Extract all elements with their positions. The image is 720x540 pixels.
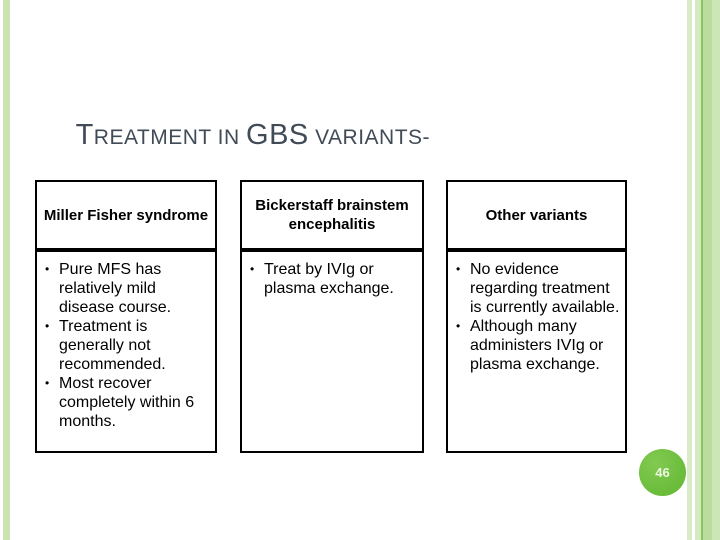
bullet-list: No evidence regarding treatment is curre… [453,260,623,374]
right-accent-stripe [712,0,720,540]
title-segment-small: VARIANTS- [308,126,431,149]
column-header: Miller Fisher syndrome [35,180,217,250]
title-segment-large: T [75,119,94,151]
column-bickerstaff: Bickerstaff brainstem encephalitis Treat… [240,180,424,453]
column-header: Other variants [446,180,627,250]
right-accent-stripe [701,0,703,540]
bullet-list: Pure MFS has relatively mild disease cou… [42,260,213,431]
bullet-item: Treatment is generally not recommended. [42,317,213,374]
bullet-item: Most recover completely within 6 months. [42,374,213,431]
left-accent-bar [3,0,10,540]
right-accent-stripe [703,0,712,540]
column-header-label: Miller Fisher syndrome [43,206,209,224]
right-accent-stripe [687,0,692,540]
column-body: No evidence regarding treatment is curre… [446,250,627,453]
page-number: 46 [655,465,670,480]
bullet-item: No evidence regarding treatment is curre… [453,260,623,317]
column-other-variants: Other variants No evidence regarding tre… [446,180,627,453]
title-segment-large: GBS [246,119,309,151]
bullet-list: Treat by IVIg or plasma exchange. [247,260,420,298]
right-accent-stripe [695,0,701,540]
column-miller-fisher: Miller Fisher syndrome Pure MFS has rela… [35,180,217,453]
column-body: Pure MFS has relatively mild disease cou… [35,250,217,453]
bullet-item: Treat by IVIg or plasma exchange. [247,260,420,298]
title-segment-small: REATMENT IN [93,126,247,149]
column-header-label: Other variants [485,206,588,224]
column-header: Bickerstaff brainstem encephalitis [240,180,424,250]
page-number-badge: 46 [639,449,686,496]
column-header-label: Bickerstaff brainstem encephalitis [255,197,409,233]
column-body: Treat by IVIg or plasma exchange. [240,250,424,453]
bullet-item: Although many administers IVIg or plasma… [453,317,623,374]
bullet-item: Pure MFS has relatively mild disease cou… [42,260,213,317]
slide-title: TREATMENT IN GBS VARIANTS- [38,78,430,189]
